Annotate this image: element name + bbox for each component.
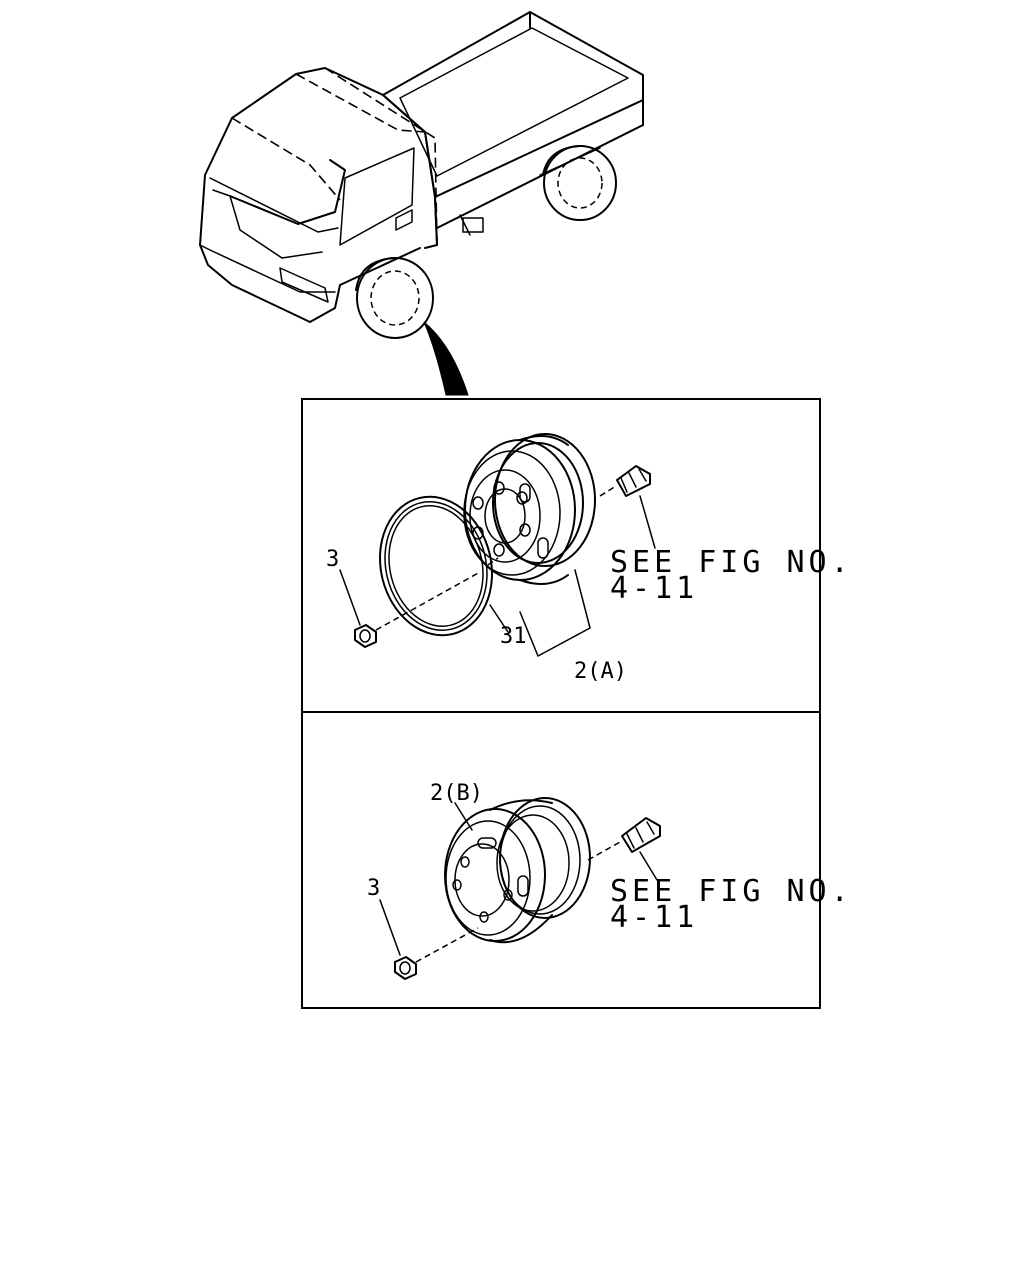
panel-b: 2(B) 3 SEE FIG NO. 4-11 [367, 781, 853, 980]
leader-nut-b [379, 899, 401, 956]
leader-wheel-2b [454, 802, 473, 831]
leader-bolt-b [639, 851, 658, 881]
rear-wheel [542, 145, 617, 221]
leader-nut-a [339, 569, 361, 626]
wheel-pointer-arrow [423, 321, 469, 396]
panel-a: 3 31 2(A) SEE FIG NO. 4-11 [326, 433, 853, 684]
wheel-nut-b [394, 927, 479, 980]
leader-wheel-2a [519, 569, 591, 657]
see-fig-b-line2: 4-11 [610, 900, 698, 935]
cab [199, 67, 438, 323]
wheel-nut-a [354, 557, 499, 648]
truck-illustration [199, 11, 644, 396]
leader-bolt-a [639, 495, 656, 549]
front-wheel [355, 257, 434, 339]
detail-frame [301, 398, 821, 1009]
side-ring-31 [379, 495, 493, 637]
see-fig-a-line1: SEE FIG NO. [610, 545, 853, 580]
callout-3-a: 3 [326, 547, 339, 572]
leader-ring-31 [489, 604, 509, 633]
see-fig-a-line2: 4-11 [610, 571, 698, 606]
callout-3-b: 3 [367, 876, 380, 901]
hub-bolt-a [599, 465, 651, 497]
callout-31: 31 [500, 624, 527, 649]
wheel-rim-b [444, 797, 591, 944]
callout-2b: 2(B) [430, 781, 483, 806]
see-fig-b-line1: SEE FIG NO. [610, 874, 853, 909]
wheel-rim-a [463, 433, 596, 585]
callout-2a: 2(A) [574, 659, 627, 684]
hub-bolt-b [587, 817, 661, 861]
